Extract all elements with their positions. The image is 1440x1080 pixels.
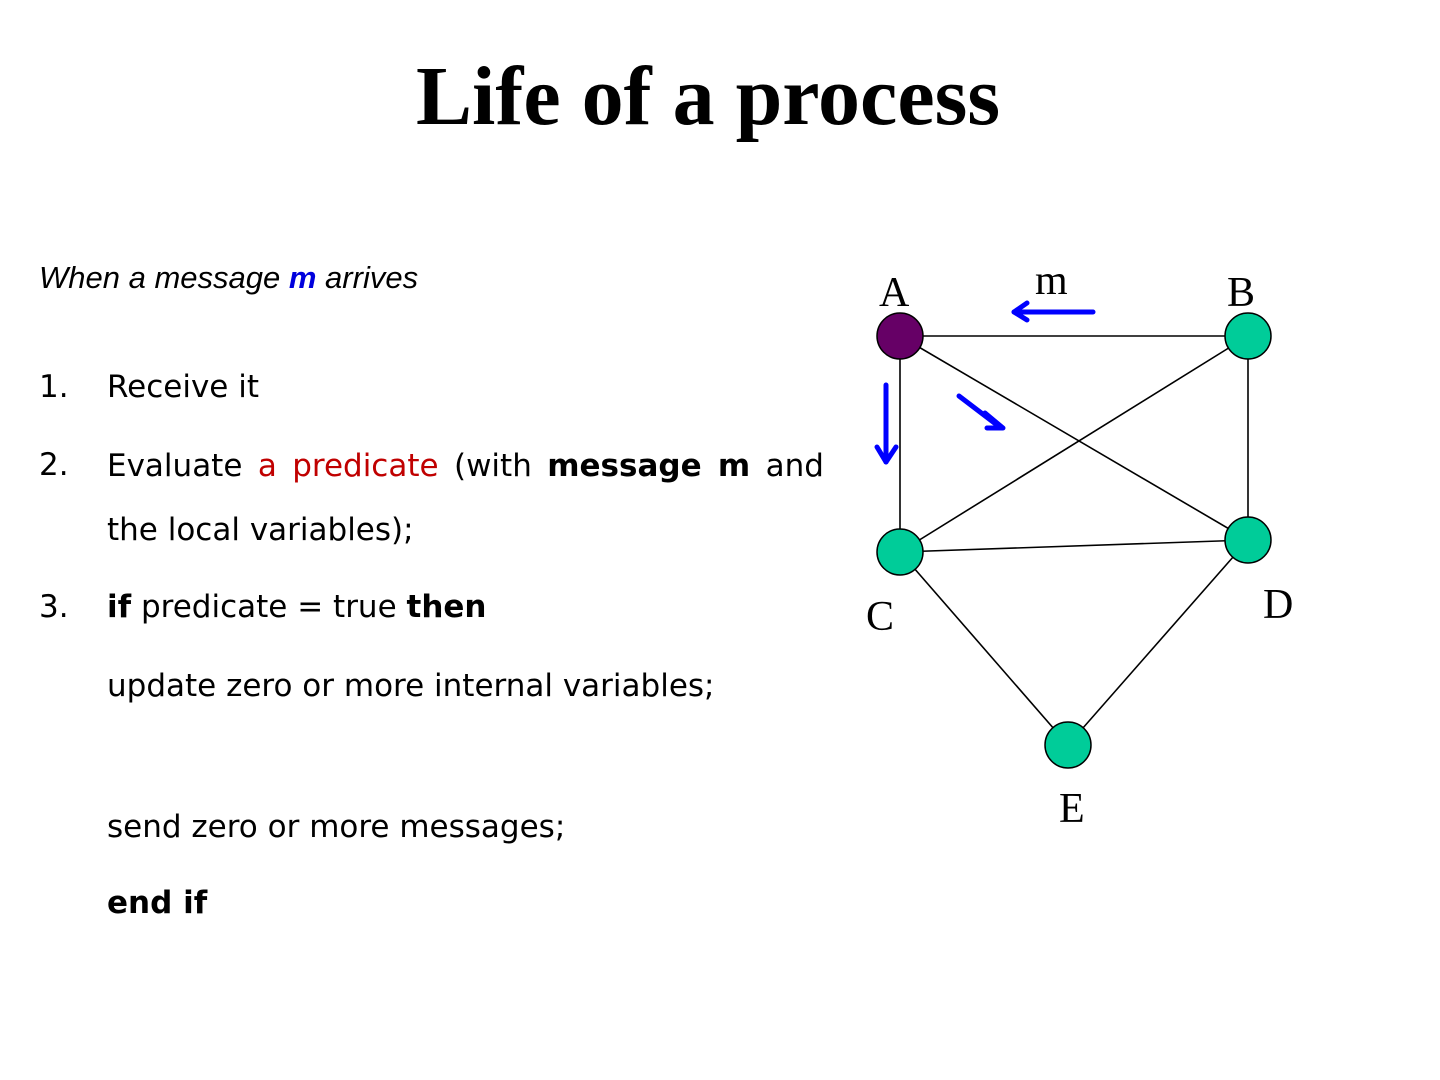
node-labels-group: A B C D E [866, 270, 1293, 832]
step-3-text: if predicate = true then [107, 576, 824, 638]
send-text: send zero or more messages; [107, 809, 566, 845]
node-label-c: C [866, 594, 894, 640]
node-e [1044, 721, 1092, 769]
step-3-condition: predicate = true [131, 589, 407, 625]
end-if-text: end if [107, 885, 208, 921]
node-label-d: D [1263, 582, 1293, 628]
step-2-with: (with [438, 448, 548, 484]
node-label-e: E [1059, 786, 1085, 832]
edge-a-d [899, 335, 1249, 541]
step-3-number: 3. [39, 589, 69, 625]
node-a [876, 312, 924, 360]
arrow-a-to-c-head-icon [874, 444, 899, 465]
step-1-number: 1. [39, 369, 69, 405]
slide-title: Life of a process [415, 50, 1001, 143]
step-2-predicate: a predicate [257, 448, 439, 484]
node-c [876, 528, 924, 576]
step-1-text: Receive it [107, 369, 259, 405]
edge-b-c [899, 335, 1249, 553]
step-2-number: 2. [39, 447, 69, 483]
edge-d-e [1067, 539, 1249, 746]
edge-c-e [899, 551, 1069, 746]
node-d [1224, 516, 1272, 564]
message-arrows [874, 300, 1096, 465]
step-2-evaluate: Evaluate [107, 448, 258, 484]
nodes-group [876, 312, 1272, 769]
node-label-b: B [1227, 270, 1255, 316]
step-2-local-vars: and the local variables); [107, 448, 824, 548]
intro-prefix: When a message [39, 260, 289, 295]
edges-group [899, 335, 1249, 746]
intro-line: When a message m arrives [39, 258, 418, 298]
edge-c-d [899, 539, 1249, 553]
update-text: update zero or more internal variables; [107, 668, 715, 704]
step-2-message-m: message m [547, 448, 751, 484]
intro-message-symbol: m [288, 260, 317, 295]
keyword-if: if [107, 589, 132, 625]
message-label: m [1035, 258, 1068, 304]
arrow-a-to-d-head-icon [982, 410, 1006, 431]
arrow-a-to-b-head-icon [1011, 300, 1030, 323]
step-2-text: Evaluate a predicate (with message m and… [107, 434, 824, 562]
node-label-a: A [879, 270, 910, 316]
keyword-then: then [406, 589, 487, 625]
intro-suffix: arrives [316, 260, 419, 295]
node-b [1224, 312, 1272, 360]
